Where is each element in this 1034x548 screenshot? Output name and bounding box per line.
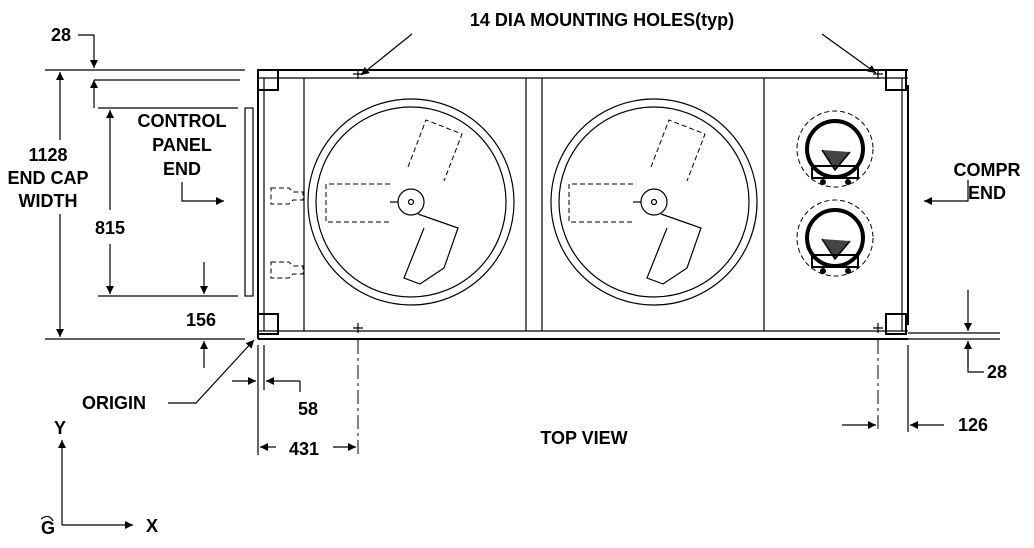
axis-y-label: Y xyxy=(54,418,66,438)
dim-top-28 xyxy=(78,34,240,108)
corner-block xyxy=(257,313,279,335)
top-offset-value: 28 xyxy=(51,25,71,45)
condenser-fan-2 xyxy=(550,98,758,306)
bottom-right-offset-value: 28 xyxy=(987,362,1007,382)
control-panel-arrow xyxy=(181,182,224,205)
svg-text:G: G xyxy=(41,518,55,538)
mounting-hole-leader-left xyxy=(360,33,413,76)
width-label: WIDTH xyxy=(19,191,78,211)
corner-block xyxy=(885,69,907,91)
view-title: TOP VIEW xyxy=(540,428,627,448)
axis-x-label: X xyxy=(146,516,158,536)
compr-end-label-1: COMPR xyxy=(954,160,1021,180)
axis-indicator xyxy=(58,440,133,529)
origin-leader xyxy=(168,339,255,404)
dim-right-28 xyxy=(964,290,984,373)
dim-815 xyxy=(98,107,238,297)
end-cap-label: END CAP xyxy=(7,168,88,188)
control-panel-label-3: END xyxy=(163,159,201,179)
compr-end-label-2: END xyxy=(968,183,1006,203)
corner-block xyxy=(885,313,907,335)
origin-label: ORIGIN xyxy=(82,393,146,413)
height-815-value: 815 xyxy=(95,218,125,238)
left-58-value: 58 xyxy=(298,399,318,419)
dim-end-cap-width xyxy=(45,69,245,340)
control-panel-label-2: PANEL xyxy=(152,135,212,155)
end-cap-width-value: 1128 xyxy=(28,145,67,165)
bottom-offset-value: 156 xyxy=(186,310,216,330)
compressor-2 xyxy=(796,199,874,277)
compr-end-arrow xyxy=(924,180,969,205)
mounting-hole-leader-right xyxy=(821,33,877,74)
mounting-holes-label: 14 DIA MOUNTING HOLES(typ) xyxy=(470,10,734,30)
compressor-1 xyxy=(796,110,874,188)
center-of-gravity-symbol: G xyxy=(40,515,55,538)
mounting-hole-marks xyxy=(353,69,883,333)
right-126-value: 126 xyxy=(958,415,988,435)
condenser-fan-1 xyxy=(307,98,515,306)
connector-fittings xyxy=(270,187,304,279)
left-431-value: 431 xyxy=(289,439,319,459)
centerlines xyxy=(257,332,1000,455)
control-panel-label-1: CONTROL xyxy=(138,111,227,131)
unit-outline xyxy=(244,69,909,340)
corner-block xyxy=(257,69,279,91)
dim-58 xyxy=(232,377,301,392)
